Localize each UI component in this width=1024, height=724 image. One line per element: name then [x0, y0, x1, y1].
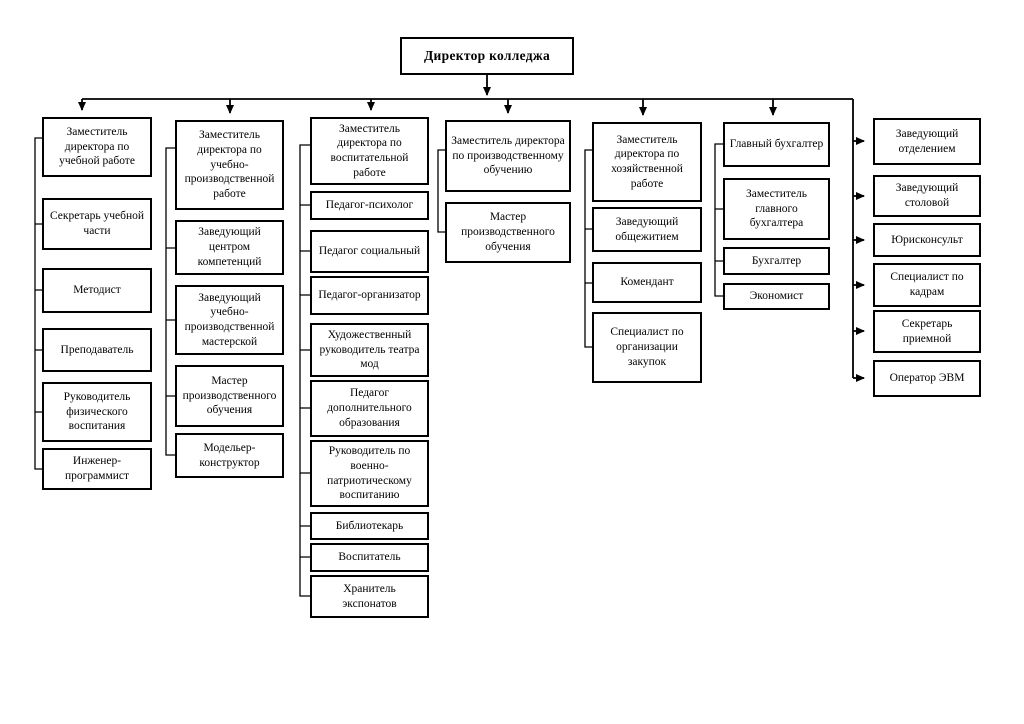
org-box-fashion-designer: Модельер-конструктор — [175, 433, 284, 478]
org-box-label: Заведующий учебно-производственной масте… — [184, 291, 275, 348]
org-box-accountant: Бухгалтер — [723, 247, 830, 275]
org-box-engineer-programmer: Инженер-программист — [42, 448, 152, 490]
org-box-psychologist: Педагог-психолог — [310, 191, 429, 220]
org-box-deputy-training-production: Заместитель директора по учебно-производ… — [175, 120, 284, 210]
org-box-teacher: Преподаватель — [42, 328, 152, 372]
org-box-label: Бухгалтер — [751, 254, 802, 267]
org-box-educator: Воспитатель — [310, 543, 429, 572]
org-box-label: Юрисконсульт — [891, 233, 963, 246]
org-box-label: Экономист — [749, 290, 804, 303]
org-box-department-head: Заведующий отделением — [873, 118, 981, 165]
org-box-military-patriotic-head: Руководитель по военно-патриотическому в… — [310, 440, 429, 507]
org-box-label: Руководитель по военно-патриотическому в… — [327, 445, 412, 502]
org-box-organizer-pedagogue: Педагог-организатор — [310, 276, 429, 315]
org-box-director: Директор колледжа — [400, 37, 574, 75]
org-box-label: Специалист по кадрам — [890, 271, 964, 298]
org-box-label: Хранитель экспонатов — [342, 582, 397, 610]
org-box-label: Заведующий столовой — [895, 182, 959, 209]
org-box-label: Руководитель физического воспитания — [63, 390, 131, 433]
org-box-computer-operator: Оператор ЭВМ — [873, 360, 981, 397]
org-box-label: Педагог социальный — [318, 245, 421, 258]
org-box-social-pedagogue: Педагог социальный — [310, 230, 429, 273]
org-box-deputy-household: Заместитель директора по хозяйственной р… — [592, 122, 702, 202]
org-box-label: Заместитель директора по учебной работе — [59, 125, 135, 168]
org-box-additional-education-pedagogue: Педагог дополнительного образования — [310, 380, 429, 437]
org-box-deputy-academic: Заместитель директора по учебной работе — [42, 117, 152, 177]
org-box-label: Оператор ЭВМ — [889, 372, 965, 385]
org-box-label: Заведующий центром компетенций — [197, 226, 262, 268]
org-box-chief-accountant: Главный бухгалтер — [723, 122, 830, 167]
org-box-secretary-academic: Секретарь учебной части — [42, 198, 152, 250]
org-box-label: Мастер производственного обучения — [182, 374, 277, 417]
org-box-label: Заведующий общежитием — [615, 215, 679, 243]
org-box-label: Заместитель главного бухгалтера — [746, 187, 807, 230]
org-box-label: Воспитатель — [338, 551, 401, 564]
org-box-fashion-theater-director: Художественный руководитель театра мод — [310, 323, 429, 377]
org-box-workshop-head: Заведующий учебно-производственной масте… — [175, 285, 284, 355]
org-box-label: Педагог-психолог — [325, 199, 414, 212]
org-box-label: Мастер производственного обучения — [461, 211, 555, 253]
org-box-label: Библиотекарь — [335, 519, 404, 532]
org-box-physical-education-head: Руководитель физического воспитания — [42, 382, 152, 442]
org-box-label: Педагог-организатор — [318, 289, 421, 302]
org-box-deputy-industrial-training: Заместитель директора по производственно… — [445, 120, 571, 192]
org-box-hr-specialist: Специалист по кадрам — [873, 263, 981, 307]
org-box-label: Секретарь приемной — [901, 317, 953, 345]
org-box-reception-secretary: Секретарь приемной — [873, 310, 981, 353]
org-box-competence-center-head: Заведующий центром компетенций — [175, 220, 284, 275]
org-box-procurement-specialist: Специалист по организации закупок — [592, 312, 702, 383]
org-box-librarian: Библиотекарь — [310, 512, 429, 540]
org-box-label: Заместитель директора по производственно… — [451, 134, 565, 177]
org-box-exhibits-keeper: Хранитель экспонатов — [310, 575, 429, 618]
org-box-label: Художественный руководитель театра мод — [319, 328, 420, 371]
org-box-label: Модельер-конструктор — [199, 441, 260, 469]
org-box-deputy-upbringing: Заместитель директора по воспитательной … — [310, 117, 429, 185]
org-box-label: Комендант — [620, 276, 674, 289]
top-connectors — [78, 74, 865, 382]
org-box-label: Заведующий отделением — [895, 127, 959, 155]
org-box-commandant: Комендант — [592, 262, 702, 303]
org-box-label: Педагог дополнительного образования — [327, 387, 412, 429]
org-box-deputy-chief-accountant: Заместитель главного бухгалтера — [723, 178, 830, 240]
org-box-label: Директор колледжа — [423, 48, 551, 64]
org-box-label: Специалист по организации закупок — [610, 326, 684, 368]
org-box-label: Заместитель директора по учебно-производ… — [184, 129, 275, 201]
org-box-label: Инженер-программист — [64, 455, 130, 482]
org-box-label: Секретарь учебной части — [49, 210, 145, 237]
org-box-label: Преподаватель — [60, 343, 134, 356]
org-box-label: Заместитель директора по воспитательной … — [330, 122, 409, 179]
org-box-canteen-head: Заведующий столовой — [873, 175, 981, 217]
org-box-label: Заместитель директора по хозяйственной р… — [611, 133, 683, 190]
org-box-dormitory-head: Заведующий общежитием — [592, 207, 702, 252]
column-spines — [34, 137, 723, 597]
org-box-legal-adviser: Юрисконсульт — [873, 223, 981, 257]
org-box-training-master-1: Мастер производственного обучения — [175, 365, 284, 427]
org-box-economist: Экономист — [723, 283, 830, 310]
org-box-training-master-2: Мастер производственного обучения — [445, 202, 571, 263]
org-box-label: Главный бухгалтер — [729, 138, 824, 151]
org-box-label: Методист — [73, 284, 121, 297]
org-box-methodist: Методист — [42, 268, 152, 313]
